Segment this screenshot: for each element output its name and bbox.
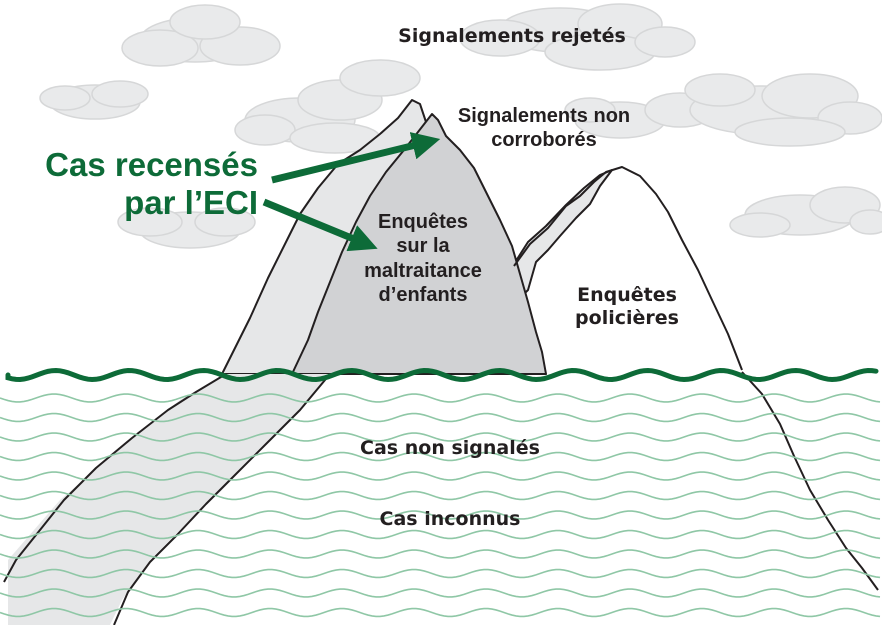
label-rejected-reports: Signalements rejetés [398, 25, 626, 47]
police-peak-outline [513, 166, 743, 371]
water-wave-line [0, 393, 881, 403]
label-unreported-cases: Cas non signalés [360, 437, 540, 459]
cloud-icon [121, 4, 281, 67]
label-child-maltreatment-investigations: Enquêtes sur la maltraitance d’enfants [364, 211, 482, 307]
water-lines [0, 393, 881, 618]
water-wave-line [0, 412, 881, 423]
cloud-icon [729, 186, 882, 238]
cloud-icon [459, 3, 696, 71]
water-wave-line [0, 549, 881, 559]
ridge-slab [513, 169, 613, 301]
water-wave-line [0, 471, 881, 481]
water-wave-line [0, 432, 881, 442]
cloud-icon [234, 59, 421, 154]
arrow-to-uncorroborated [271, 132, 441, 184]
label-unknown-cases: Cas inconnus [379, 508, 521, 530]
water-wave-line [0, 568, 881, 579]
cloud-icon [117, 207, 256, 249]
underwater-mid-outline [113, 373, 331, 625]
water-wave-line [0, 451, 881, 462]
child-investigation-peak [291, 113, 547, 375]
water-wave-line [0, 529, 881, 540]
water-wave-line [0, 490, 881, 501]
underwater-left-outline [3, 373, 227, 583]
water-wave-line [0, 510, 881, 520]
cloud-icon [39, 80, 149, 120]
label-police-investigations: Enquêtes policières [575, 284, 679, 330]
clouds [39, 3, 882, 249]
underwater-right-outline [741, 371, 879, 591]
water-surface-line [5, 367, 879, 383]
arrow-to-child-investigations [262, 198, 378, 252]
label-uncorroborated-reports: Signalements non corroborés [457, 105, 631, 152]
cloud-icon [684, 73, 882, 147]
water-wave-line [0, 588, 881, 598]
water-wave-line [0, 607, 881, 618]
police-investigation-peak [520, 168, 880, 625]
label-eci-cases: Cas recensés par l’ECI [45, 146, 258, 221]
